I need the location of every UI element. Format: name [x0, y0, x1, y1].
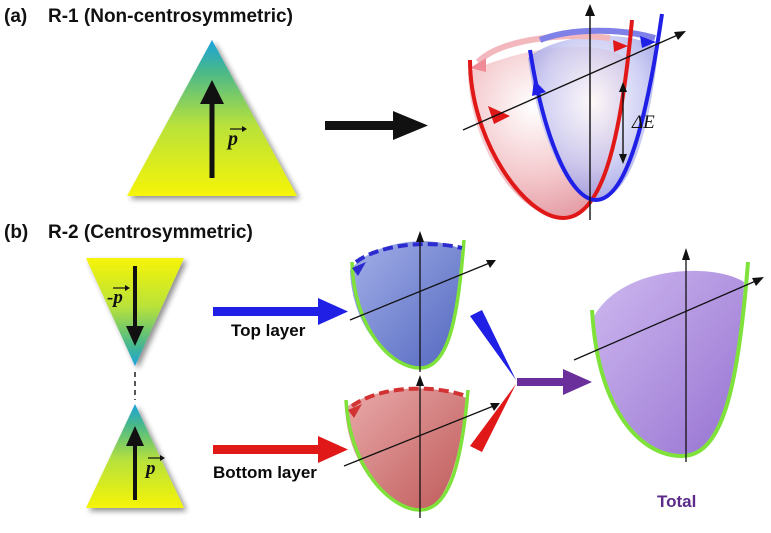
- vector-p-label-a: p: [226, 128, 238, 150]
- bottom-layer-band: [343, 375, 500, 518]
- bottom-layer-label: Bottom layer: [213, 463, 317, 482]
- top-layer-label: Top layer: [231, 321, 306, 340]
- panel-a-title: R-1 (Non-centrosymmetric): [48, 6, 293, 27]
- polarization-arrow-down-b: [126, 266, 144, 346]
- rashba-split-bands: [462, 4, 686, 221]
- vector-minus-p-label: -p: [107, 287, 123, 308]
- vector-overline-head-down: [125, 285, 130, 291]
- red-arrow-bottom-layer: [213, 436, 348, 463]
- panel-b-title: R-2 (Centrosymmetric): [48, 222, 253, 243]
- vector-overline-head-a: [242, 126, 247, 132]
- polarization-arrow-up-b: [126, 426, 144, 500]
- delta-e-label: ΔE: [631, 112, 655, 133]
- top-layer-band: [349, 231, 496, 372]
- panel-a-letter: (a): [4, 6, 28, 27]
- total-label: Total: [657, 492, 697, 511]
- vector-p-label-b: p: [144, 458, 156, 479]
- panel-b-letter: (b): [4, 222, 29, 243]
- blue-arrow-top-layer: [213, 298, 348, 325]
- black-transition-arrow: [325, 111, 428, 140]
- merge-arrows: [470, 310, 592, 452]
- polarization-arrow-a: [200, 80, 224, 178]
- total-band: [573, 248, 764, 462]
- vector-overline-head-up: [160, 455, 165, 461]
